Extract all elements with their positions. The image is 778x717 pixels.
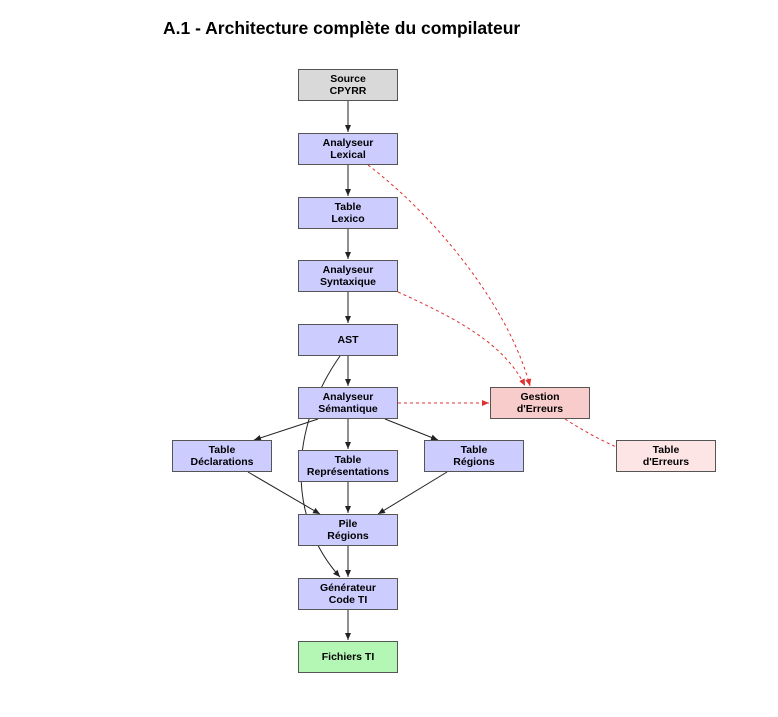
node-label-line: Pile [338, 517, 358, 530]
node-label-line: AST [337, 333, 359, 346]
page-title: A.1 - Architecture complète du compilate… [163, 18, 521, 38]
edge-regions-pile [377, 471, 448, 515]
node-ast: AST [298, 324, 398, 356]
node-label-line: Source [330, 72, 366, 85]
node-files: Fichiers TI [298, 641, 398, 673]
edge-parser-errors [397, 291, 526, 387]
node-label-line: Table [208, 443, 236, 456]
node-label-line: Lexical [330, 149, 366, 161]
node-label-line: d'Erreurs [516, 403, 564, 415]
node-label-line: Analyseur [322, 136, 374, 149]
node-label: AST [338, 334, 359, 347]
node-label-line: Table [652, 443, 680, 456]
node-label-line: Table [460, 443, 488, 456]
node-label-line: Générateur [319, 581, 377, 594]
edge-lexer-errors [367, 164, 532, 387]
node-label-line: Table [334, 200, 362, 213]
node-label-line: Code TI [328, 594, 368, 606]
node-label-line: Régions [327, 530, 369, 542]
node-label-line: Table [334, 453, 362, 466]
node-label-line: CPYRR [329, 85, 367, 97]
node-label-line: Analyseur [322, 263, 374, 276]
node-label-line: Gestion [520, 390, 560, 403]
node-label-line: d'Erreurs [642, 456, 690, 468]
edge-decl-pile [247, 471, 321, 515]
node-label: Fichiers TI [322, 651, 375, 664]
node-label-line: Déclarations [190, 456, 254, 468]
node-label-line: Analyseur [322, 390, 374, 403]
node-label-line: Sémantique [318, 403, 378, 415]
node-label-line: Régions [453, 456, 495, 468]
node-label-line: Lexico [331, 213, 365, 225]
node-label-line: Syntaxique [319, 276, 377, 288]
node-label-line: Représentations [306, 466, 390, 478]
edge-semantic-regions [384, 418, 439, 441]
node-label-line: Fichiers TI [321, 650, 375, 663]
